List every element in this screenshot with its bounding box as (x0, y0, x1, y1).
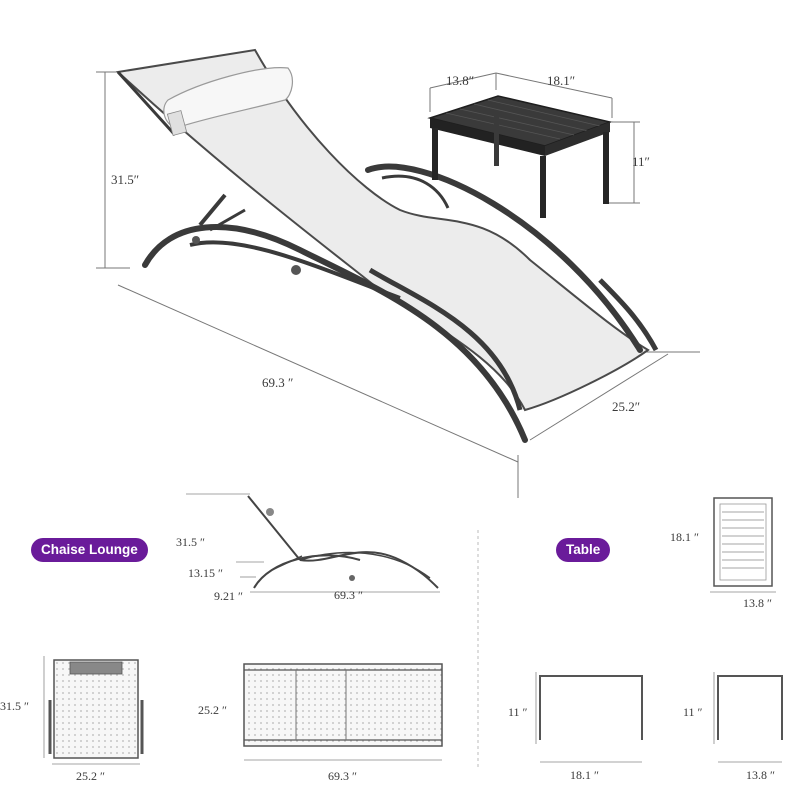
chaise-top-width-label: 25.2 ″ (198, 703, 227, 717)
hero-dimension-lines (96, 71, 700, 498)
table-top-depth-label: 13.8 ″ (743, 596, 772, 610)
hero-height-label: 31.5″ (111, 172, 140, 187)
hero-length-label: 69.3 ″ (262, 375, 294, 390)
table-top-width-label: 18.1 ″ (670, 530, 699, 544)
chaise-side-view (186, 493, 440, 593)
table-depth-label: 13.8″ (446, 73, 475, 88)
chaise-front-width-label: 25.2 ″ (76, 769, 105, 783)
table-front-view (535, 672, 643, 763)
table-side-view (713, 672, 783, 763)
side-back-height-label: 31.5 ″ (176, 535, 205, 549)
table-front-height-label: 11 ″ (508, 705, 528, 719)
chaise-front-view (43, 656, 144, 765)
table-side-height-label: 11 ″ (683, 705, 703, 719)
side-table-illustration (427, 95, 613, 218)
side-length-label: 69.3 ″ (334, 588, 363, 602)
table-height-label: 11″ (632, 154, 650, 169)
table-badge: Table (556, 538, 611, 562)
chaise-front-height-label: 31.5 ″ (0, 699, 29, 713)
table-top-view (710, 497, 776, 593)
hero-width-label: 25.2″ (612, 399, 641, 414)
side-seat-height-label: 13.15 ″ (188, 566, 223, 580)
side-low-height-label: 9.21 ″ (214, 589, 243, 603)
chaise-lounge-badge: Chaise Lounge (31, 538, 148, 562)
chaise-top-length-label: 69.3 ″ (328, 769, 357, 783)
lounge-chair-illustration (115, 48, 659, 443)
table-front-width-label: 18.1 ″ (570, 768, 599, 782)
table-side-depth-label: 13.8 ″ (746, 768, 775, 782)
chaise-top-view (243, 663, 443, 761)
table-width-label: 18.1″ (547, 73, 576, 88)
